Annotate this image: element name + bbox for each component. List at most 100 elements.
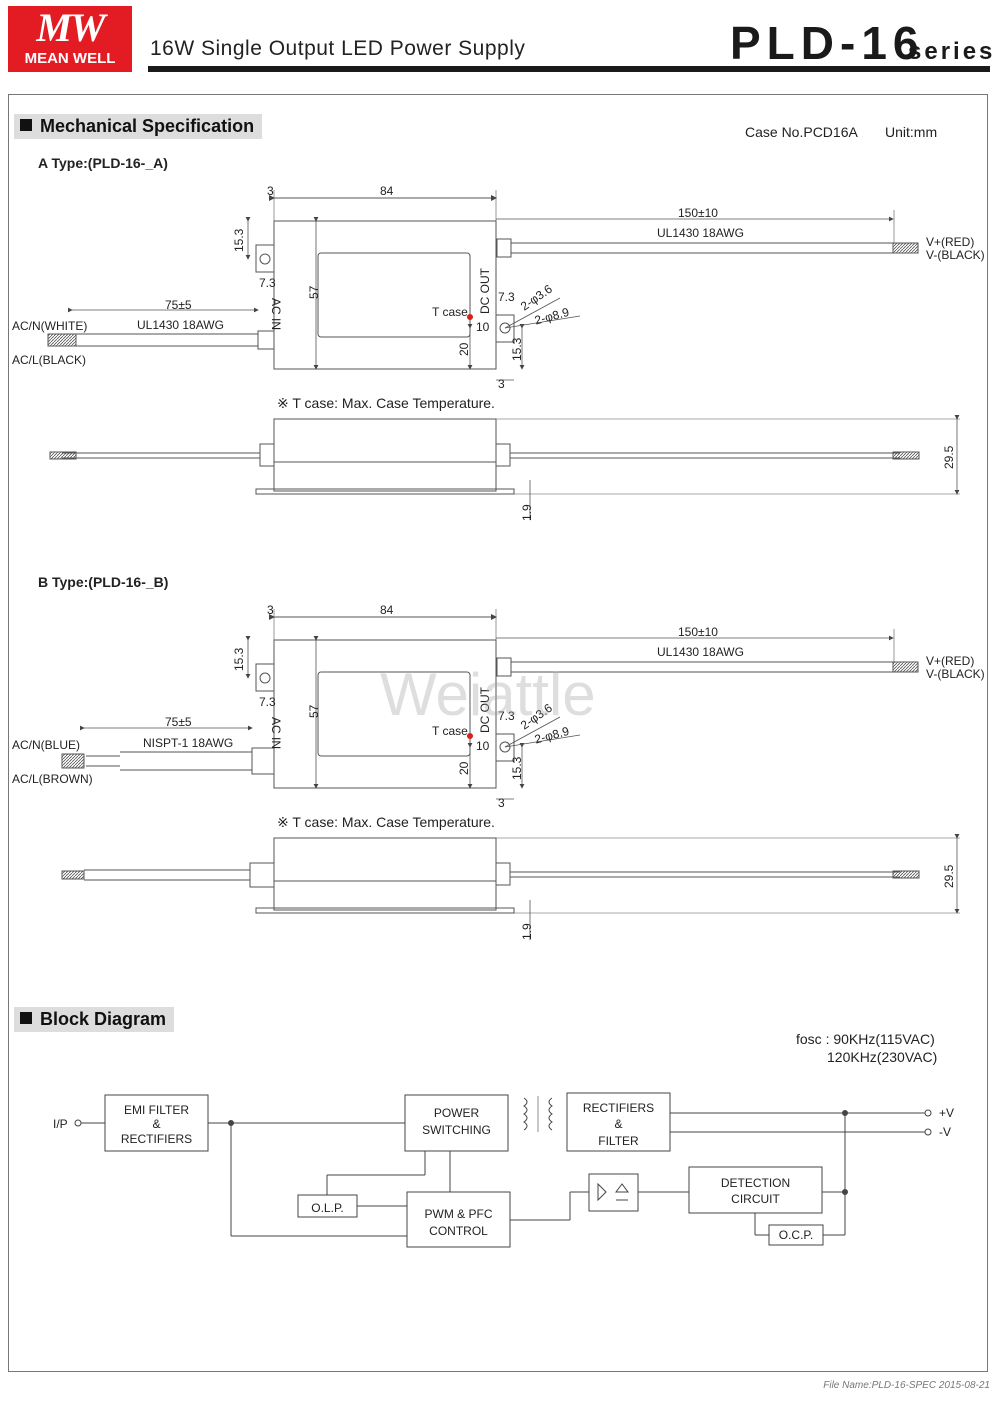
detection-text-1: DETECTION	[720, 1176, 791, 1190]
dim-15-3-right-b: 15.3	[510, 756, 524, 780]
type-b-input-length: 75±5	[165, 715, 192, 729]
type-b-tcase-point-icon	[467, 733, 473, 739]
header-rule	[148, 66, 990, 72]
dc-out-label-a: DC OUT	[478, 268, 492, 314]
square-bullet-icon	[20, 1012, 32, 1024]
dim-84-b: 84	[380, 603, 394, 617]
type-a-tcase-note: ※ T case: Max. Case Temperature.	[277, 395, 495, 411]
type-a-output-cable: UL1430 18AWG	[657, 226, 744, 240]
dim-15-3-a: 15.3	[232, 228, 246, 252]
emi-text-1: EMI FILTER	[123, 1103, 190, 1117]
mechanical-title-text: Mechanical Specification	[40, 116, 255, 136]
dim-57-b: 57	[307, 704, 321, 718]
dim-7-3-right-a: 7.3	[498, 290, 515, 304]
footer-file-name: File Name:PLD-16-SPEC 2015-08-21	[823, 1380, 990, 1391]
fosc-line-1: fosc : 90KHz(115VAC)	[796, 1031, 935, 1047]
rectifiers-filter-block	[566, 1092, 671, 1152]
type-a-input-strain-relief	[257, 330, 275, 350]
type-b-tcase-label: T case	[432, 724, 468, 738]
block-diagram	[74, 1092, 932, 1248]
detection-circuit-block	[688, 1166, 823, 1214]
dim-57-a: 57	[307, 285, 321, 299]
type-a-input-stripped-ends	[47, 333, 77, 347]
type-b-case-outline	[273, 639, 497, 789]
detection-text-2: CIRCUIT	[731, 1192, 780, 1206]
type-b-side-view	[61, 834, 960, 940]
mechanical-section-title: Mechanical Specification	[14, 114, 263, 139]
dim-3-a: 3	[267, 184, 274, 198]
dim-1-9-b: 1.9	[520, 923, 534, 940]
watermark: Weiattle	[380, 661, 596, 728]
dim-15-3-right-a: 15.3	[510, 337, 524, 361]
dim-29-5-a: 29.5	[942, 445, 956, 469]
rect-text-3: FILTER	[598, 1134, 639, 1148]
ocp-text: O.C.P.	[778, 1228, 814, 1242]
type-a-output-strain-relief	[496, 238, 512, 258]
type-b-output-cable: UL1430 18AWG	[657, 645, 744, 659]
type-b-title: B Type:(PLD-16-_B)	[38, 574, 169, 590]
case-number: Case No.PCD16A	[745, 124, 858, 140]
type-a-title: A Type:(PLD-16-_A)	[38, 155, 168, 171]
led-icon	[597, 1182, 607, 1202]
rect-text-2: &	[614, 1117, 623, 1131]
type-a-tcase-point-icon	[467, 314, 473, 320]
logo-name: MEAN WELL	[24, 50, 116, 67]
logo-mark: MW	[36, 5, 105, 50]
block-diagram-title-text: Block Diagram	[40, 1009, 167, 1029]
mount-hole-icon	[259, 672, 271, 684]
type-a-right-ear	[495, 314, 515, 343]
type-a-tcase-label: T case	[432, 305, 468, 319]
dim-10-a: 10	[476, 320, 490, 334]
dim-7-3-right-b: 7.3	[498, 709, 515, 723]
emi-text-2: &	[152, 1117, 161, 1131]
dim-10-b: 10	[476, 739, 490, 753]
transformer-secondary-icon	[548, 1097, 553, 1131]
olp-text: O.L.P.	[311, 1201, 344, 1215]
type-a-output-stripped-ends	[892, 242, 919, 254]
type-a-left-ear	[255, 244, 275, 273]
ac-in-label-a: AC IN	[269, 298, 283, 331]
type-b-tcase-note: ※ T case: Max. Case Temperature.	[277, 814, 495, 830]
block-diagram-section-title: Block Diagram	[14, 1007, 175, 1032]
product-subtitle: 16W Single Output LED Power Supply	[150, 37, 526, 60]
spec-frame	[8, 94, 988, 1372]
vminus-label: -V	[939, 1125, 951, 1139]
ac-in-label-b: AC IN	[269, 717, 283, 750]
dim-3-right-a: 3	[498, 377, 505, 391]
type-a-case-outline	[273, 220, 497, 370]
type-b-ac-l: AC/L(BROWN)	[12, 772, 93, 786]
pwm-text-2: CONTROL	[429, 1224, 488, 1238]
fosc-line-2: 120KHz(230VAC)	[827, 1049, 938, 1065]
unit-label: Unit:mm	[885, 124, 938, 140]
transformer-primary-icon	[523, 1097, 528, 1131]
ip-label: I/P	[53, 1117, 68, 1131]
type-b-v-plus: V+(RED)	[926, 654, 975, 668]
dim-7-3-a: 7.3	[259, 276, 276, 290]
mechanical-drawings	[47, 190, 960, 940]
type-b-top-view	[61, 609, 919, 800]
vplus-label: +V	[939, 1106, 955, 1120]
dim-7-3-b: 7.3	[259, 695, 276, 709]
type-a-label-area	[317, 252, 471, 338]
dim-3-b: 3	[267, 603, 274, 617]
optocoupler-block	[588, 1173, 639, 1212]
type-a-side-view	[49, 415, 960, 520]
mount-hole-icon	[259, 253, 271, 265]
type-a-input-cable: UL1430 18AWG	[137, 318, 224, 332]
pwm-text-1: PWM & PFC	[424, 1207, 493, 1221]
series-label: series	[908, 38, 996, 65]
type-b-output-length: 150±10	[678, 625, 718, 639]
mean-well-logo: MW MEAN WELL	[8, 5, 132, 72]
type-a-side-case	[273, 418, 497, 492]
mount-hole-icon	[499, 322, 511, 334]
rect-text-1: RECTIFIERS	[582, 1101, 655, 1115]
dim-84-a: 84	[380, 184, 394, 198]
type-b-ac-n: AC/N(BLUE)	[12, 738, 81, 752]
model-title: PLD-16	[730, 17, 925, 69]
dim-29-5-b: 29.5	[942, 864, 956, 888]
dim-15-3-b: 15.3	[232, 647, 246, 671]
power-text-1: POWER	[433, 1106, 480, 1120]
power-text-2: SWITCHING	[422, 1123, 491, 1137]
dim-20-b: 20	[457, 761, 471, 775]
type-a-ac-n: AC/N(WHITE)	[12, 319, 88, 333]
